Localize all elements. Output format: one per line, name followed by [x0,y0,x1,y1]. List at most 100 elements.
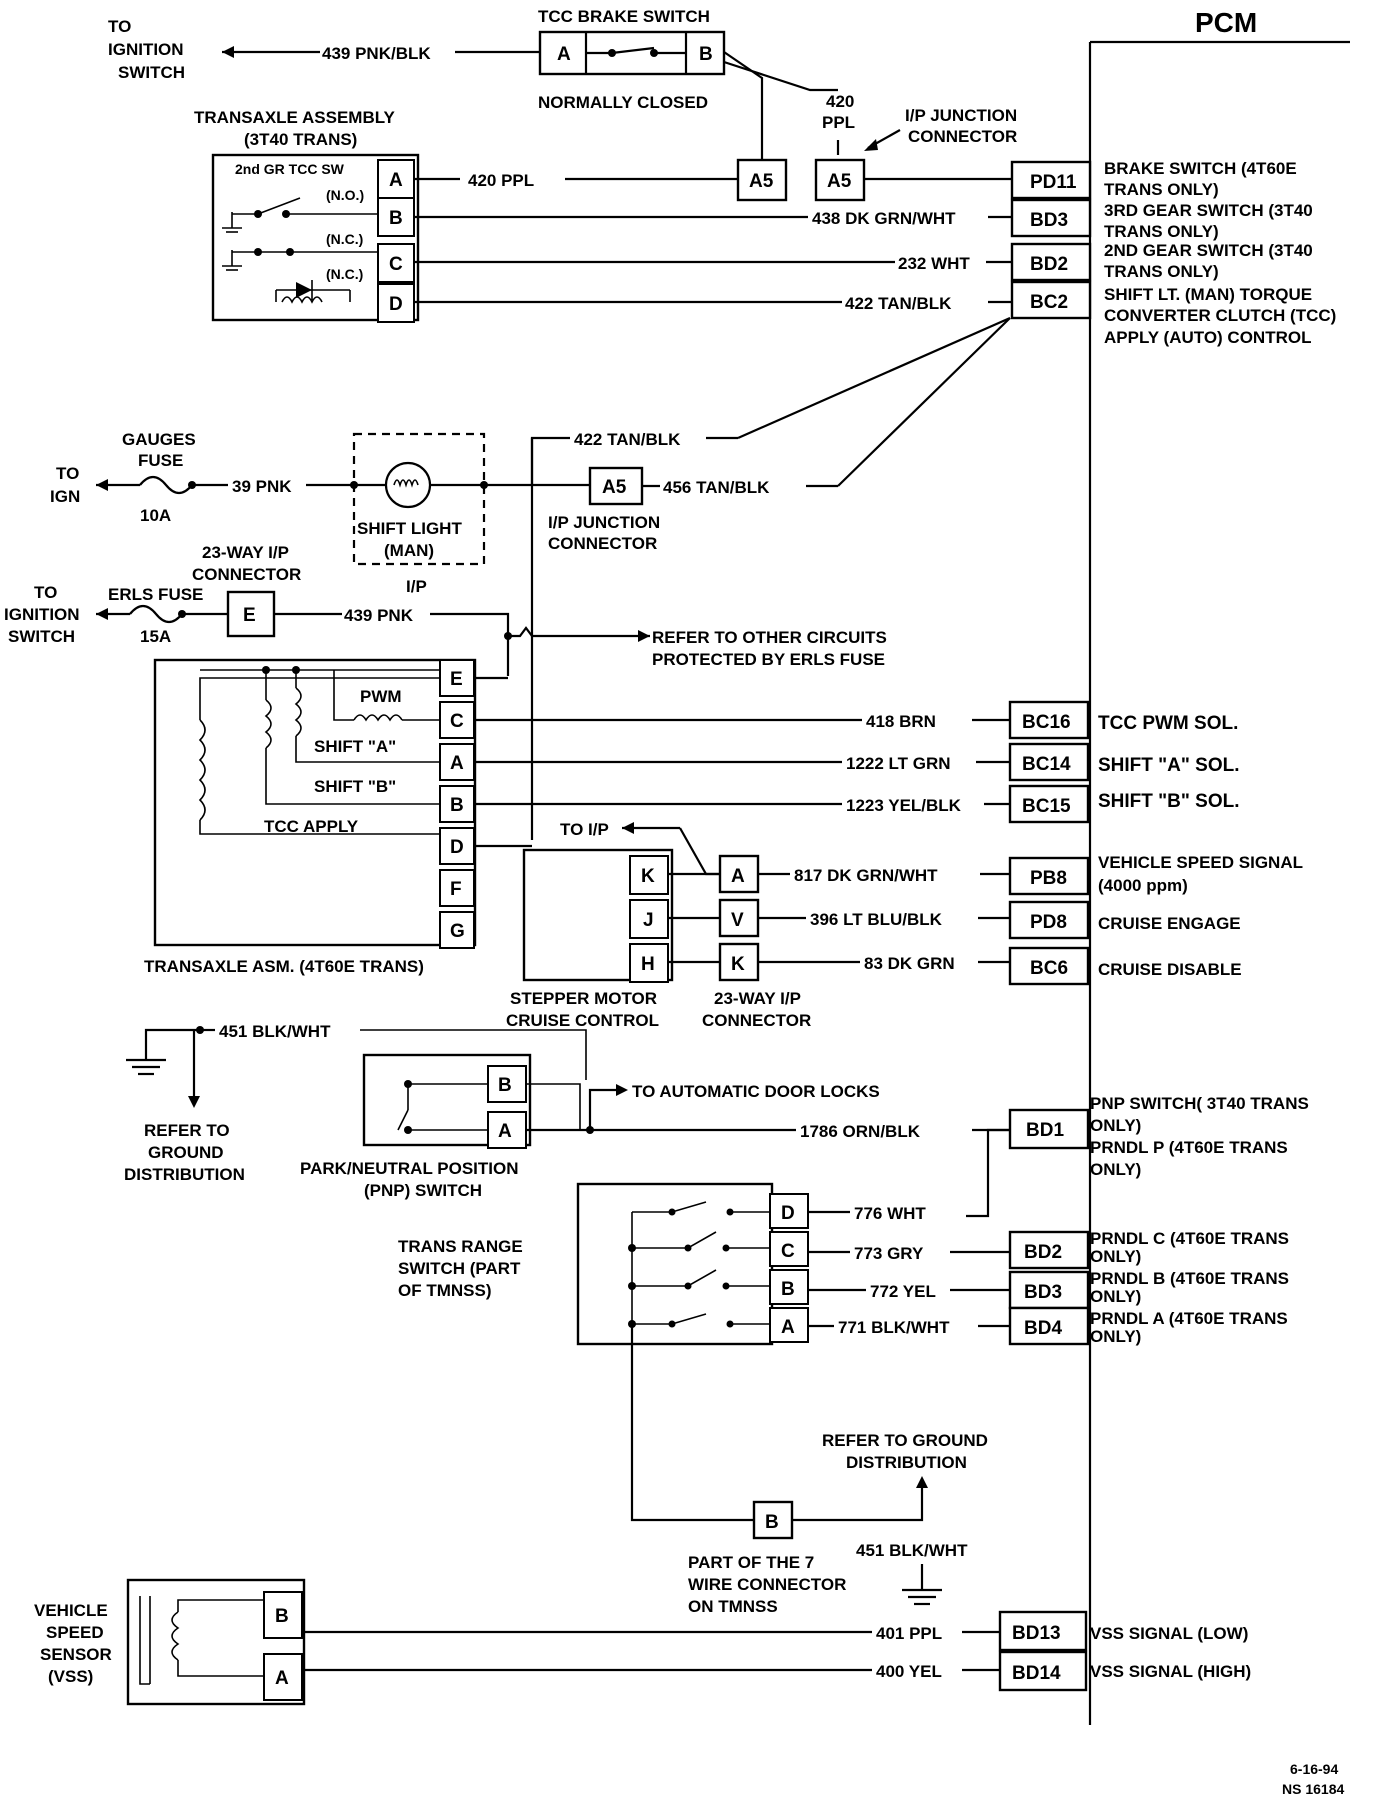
pcm-pin-box-pd11 [1010,160,1092,200]
transaxle-4t60e-section: E C A B D F G PWM SHIFT "A" SHIFT "B" TC… [144,658,1010,976]
fuse-amp-10a: 10A [140,506,171,525]
stepper-motor-label: STEPPER MOTOR [510,989,657,1008]
cruise-pin-k: K [641,866,655,887]
trs-pin-b: B [781,1279,795,1300]
wire-439-pnk-b [430,612,510,676]
pin-f-box [439,869,475,907]
vss-label-speed: SPEED [46,1623,104,1642]
pcm-pin-box-bc15 [1008,784,1090,824]
pwm-lead [333,670,354,721]
tcc-apply-wire [199,820,440,835]
shift-a-coil-icon [294,687,302,737]
wire-1222-lt-grn: 1222 LT GRN [846,754,951,773]
wire-456-tan-blk: 456 TAN/BLK [663,478,770,497]
conn-pin-a: A [731,866,745,887]
b-connector-label: B [765,1512,779,1533]
wire-to-ip-diag [679,827,720,876]
a5-connector-1 [736,158,788,202]
ip-junction-connector-2: CONNECTOR [548,534,657,553]
shift-a-wire [295,736,440,763]
pcm-label-prndl-b-2: ONLY) [1090,1287,1141,1306]
trs-pin-d: D [781,1203,795,1224]
pcm-pin-bd13: BD13 [1012,1623,1061,1644]
pcm-pin-box-bd13 [998,1610,1088,1652]
pcm-label-prndl-p: PRNDL P (4T60E TRANS [1090,1138,1288,1157]
pcm-pin-bd2: BD2 [1030,254,1068,275]
ip-junction-arrow-icon [864,139,878,151]
distribution-label: DISTRIBUTION [124,1165,245,1184]
n-c-label-1: (N.C.) [326,231,363,247]
transaxle-4t60e-title: TRANSAXLE ASM. (4T60E TRANS) [144,957,424,976]
transaxle-4t60e-box [153,658,477,947]
transaxle-3t40-pin-b: B [389,208,403,229]
pcm-mid-pins: BC16 BC14 BC15 PB8 PD8 BC6 TCC PWM SOL. … [1008,700,1303,986]
vss-pin-box-b [263,1591,303,1639]
trs-node-c1 [684,1244,692,1252]
int-node-2 [282,210,290,218]
refer-ground-label: REFER TO GROUND [822,1431,988,1450]
pcm-label-apply: APPLY (AUTO) CONTROL [1104,328,1311,347]
transaxle-3t40-title: TRANSAXLE ASSEMBLY [194,108,396,127]
pcm-pin-bc15: BC15 [1022,796,1071,817]
gauges-fuse-icon [139,475,193,495]
wire-trs-ground [630,1326,754,1522]
arrow-to-ignition-erls-icon [96,608,108,620]
pin-b-box [439,785,475,823]
pcm-label-2nd-gear: 2ND GEAR SWITCH (3T40 [1104,241,1313,260]
pcm-pin-box-bd2 [1010,242,1092,282]
arrow-refer-ground-icon [188,1096,200,1108]
trs-node-d1 [668,1208,676,1216]
erls-section: TO IGNITION SWITCH ERLS FUSE 15A 23-WAY … [4,438,887,840]
wire-451-blk-wht: 451 BLK/WHT [219,1022,331,1041]
normally-closed-label: NORMALLY CLOSED [538,93,708,112]
vss-label-vss: (VSS) [48,1667,93,1686]
pcm-label-prndl-p-2: ONLY) [1090,1160,1141,1179]
transaxle-4t60e-pin-e: E [450,669,463,690]
pcm-pin-bc6: BC6 [1030,958,1068,979]
wire-83-dk-grn: 83 DK GRN [864,954,955,973]
tcc-brake-switch-title: TCC BRAKE SWITCH [538,7,710,26]
trs-common-node-2 [628,1282,636,1290]
pnp-node-1 [404,1080,412,1088]
pin-box-a [377,159,415,199]
pcm-label-vss-high: VSS SIGNAL (HIGH) [1090,1662,1251,1681]
pnp-link-b [526,1083,581,1130]
to-ignition-label-erls: TO [34,583,57,602]
pcm-pin-box-bc2 [1010,280,1092,320]
pnp-blade [397,1109,409,1131]
wire-400-yel: 400 YEL [876,1662,942,1681]
cruise-pin-h: H [641,954,655,975]
shift-a-label: SHIFT "A" [314,737,396,756]
wire-451-trs [792,1484,924,1522]
tcc-brake-switch-box [538,30,726,76]
a5-label-3: A5 [602,477,627,498]
trs-node-a2 [726,1320,734,1328]
pcm-upper-pins: PD11 BD3 BD2 BC2 BRAKE SWITCH (4T60E TRA… [737,159,1336,487]
wire-451-blk-wht-2: 451 BLK/WHT [856,1541,968,1560]
a5-label-2: A5 [827,171,852,192]
trs-node-c2 [722,1244,730,1252]
transaxle-4t60e-pin-f: F [450,879,462,900]
pcm-pin-bc2: BC2 [1030,292,1068,313]
vss-coil-icon [171,1611,180,1661]
conn-pin-k: K [731,954,745,975]
n-c-label-2: (N.C.) [326,266,363,282]
wire-451-b [360,1029,587,1080]
pcm-pin-pd11: PD11 [1030,172,1077,193]
vss-label-sensor: SENSOR [40,1645,112,1664]
transaxle-3t40-pin-c: C [389,254,403,275]
pcm-pin-box-bd2-b [1008,1230,1090,1270]
ip-junction-label: I/P JUNCTION [905,106,1017,125]
int-node-3 [254,248,262,256]
conn-box-a [718,854,760,894]
fuse-label: FUSE [138,451,183,470]
refer-other-circuits: REFER TO OTHER CIRCUITS [652,628,887,647]
erls-fuse-icon [129,604,183,624]
shift-b-label: SHIFT "B" [314,777,396,796]
trs-pin-c: C [781,1241,795,1262]
trs-pin-a: A [781,1317,795,1338]
pcm-pin-box-bc14 [1008,742,1090,782]
to-ign-label: TO [56,464,79,483]
vss-coil-lead-a [177,1660,264,1677]
conn-23way-label: 23-WAY I/P [202,543,289,562]
